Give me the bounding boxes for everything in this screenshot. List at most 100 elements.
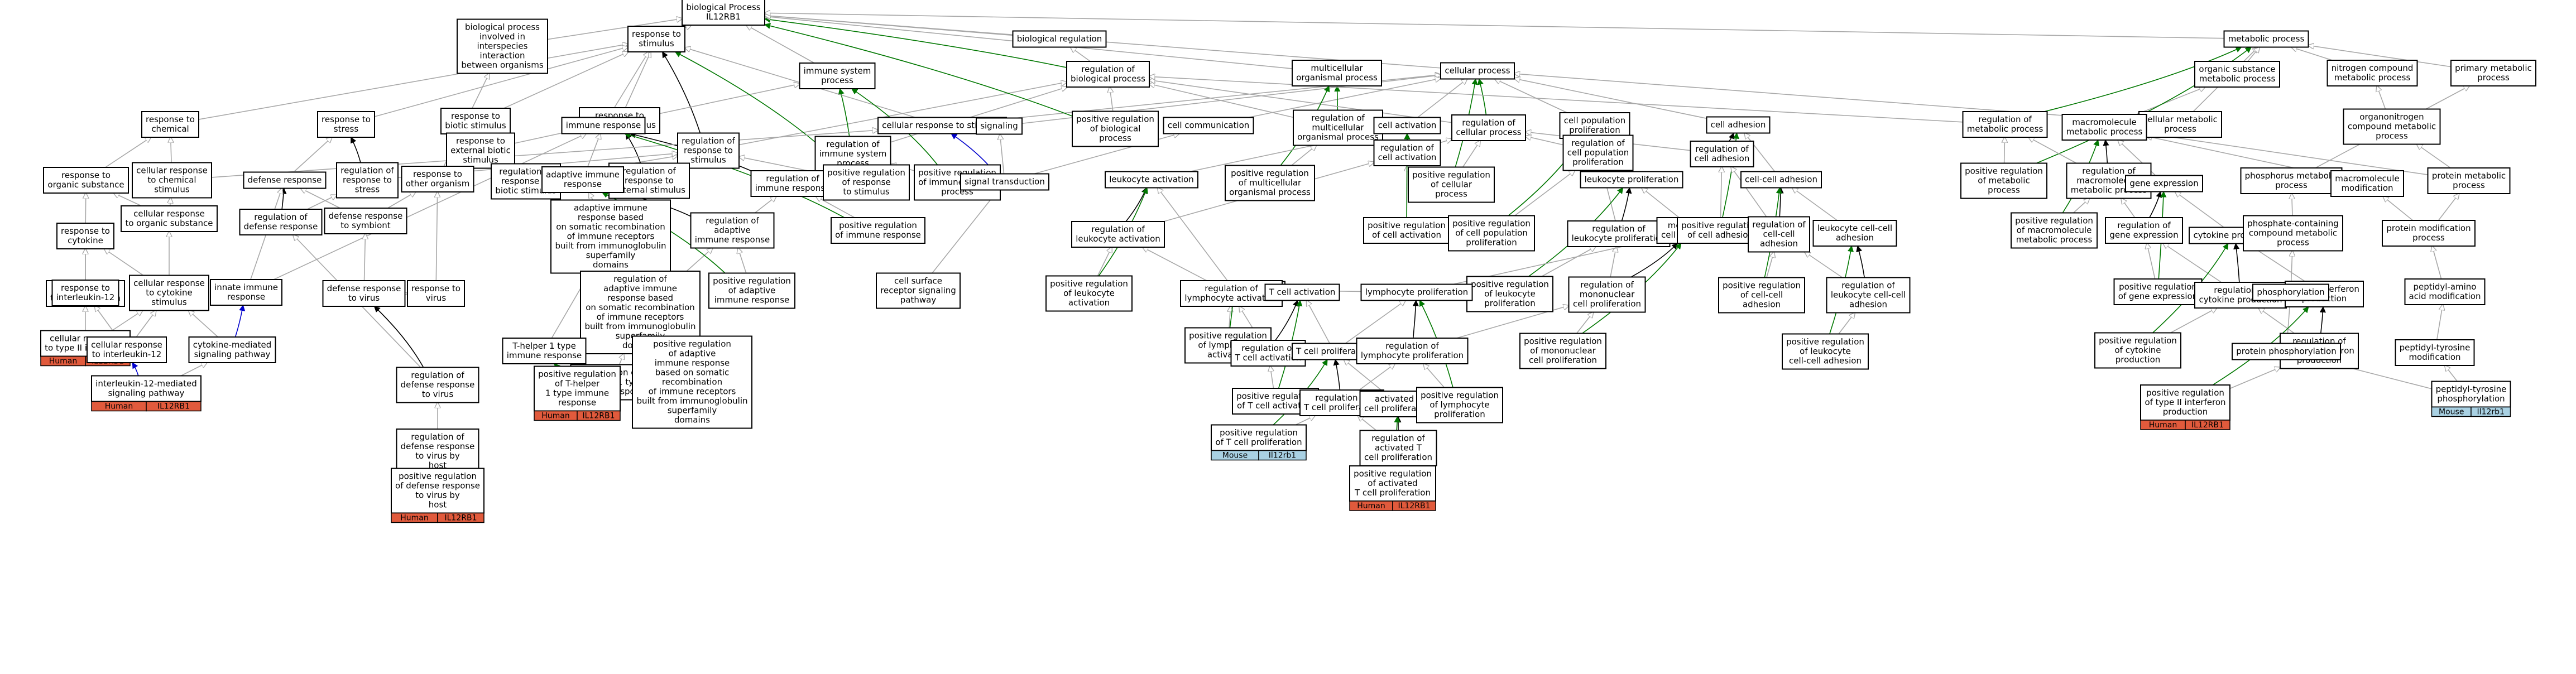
term-node-cellcelladh[interactable]: cell-cell adhesion [1740, 171, 1822, 189]
term-node-defresp[interactable]: defense response [243, 171, 327, 189]
term-node-tcellact[interactable]: T cell activation [1264, 283, 1340, 301]
term-node-protphos[interactable]: protein phosphorylation [2232, 343, 2341, 360]
term-node-cellcomm[interactable]: cell communication [1163, 117, 1254, 134]
term-node-cellact[interactable]: cell activation [1373, 117, 1441, 134]
term-node-phosphoryl[interactable]: phosphorylation [2252, 283, 2329, 301]
term-node-immresp[interactable]: immune response [561, 117, 646, 134]
term-node-breg[interactable]: biological regulation [1012, 30, 1107, 48]
term-node-leukprol[interactable]: leukocyte proliferation [1580, 171, 1683, 189]
term-node-sigtrans[interactable]: signal transduction [960, 173, 1049, 191]
term-node-signaling[interactable]: signaling [976, 117, 1023, 135]
term-node-metab[interactable]: metabolic process [2223, 30, 2309, 48]
term-node-leukact[interactable]: leukocyte activation [1105, 171, 1198, 189]
term-node-celladh[interactable]: cell adhesion [1706, 116, 1771, 134]
term-node-geneexp[interactable]: gene expression [2125, 175, 2203, 192]
term-node-cellp[interactable]: cellular process [1440, 62, 1515, 80]
